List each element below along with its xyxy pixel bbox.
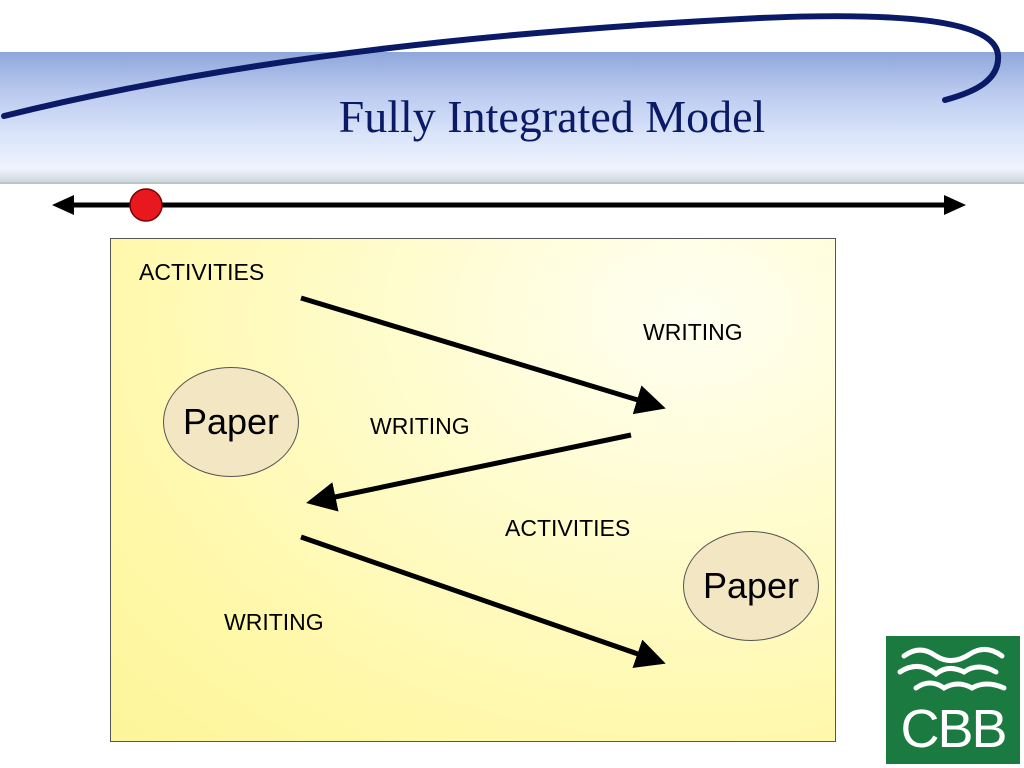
flow-arrows [300,295,666,668]
label-activities-2: ACTIVITIES [505,515,631,541]
paper-oval-1: Paper [163,367,299,477]
timeline-marker [129,188,163,222]
diagram-panel: ACTIVITIES WRITING WRITING ACTIVITIES WR… [110,238,836,742]
paper-oval-2: Paper [683,531,819,641]
timeline-left-arrowhead [52,195,74,215]
arrow-2 [306,432,632,512]
paper-oval-1-label: Paper [182,401,280,442]
paper-oval-2-label: Paper [702,565,800,606]
bird-wave-icon [897,647,1007,691]
title-band [0,52,1024,184]
timeline [52,188,966,222]
label-writing-3: WRITING [224,609,324,635]
label-writing-1: WRITING [643,319,743,345]
timeline-right-arrowhead [944,195,966,215]
swoosh-decoration [1,13,1002,119]
label-writing-2: WRITING [370,413,470,439]
slide-title: Fully Integrated Model [338,91,766,142]
arrow-3 [300,534,666,668]
logo-text: CBB [900,699,1007,759]
cbb-logo: CBB [886,636,1020,764]
label-activities-1: ACTIVITIES [139,259,265,285]
arrow-1 [300,295,666,415]
